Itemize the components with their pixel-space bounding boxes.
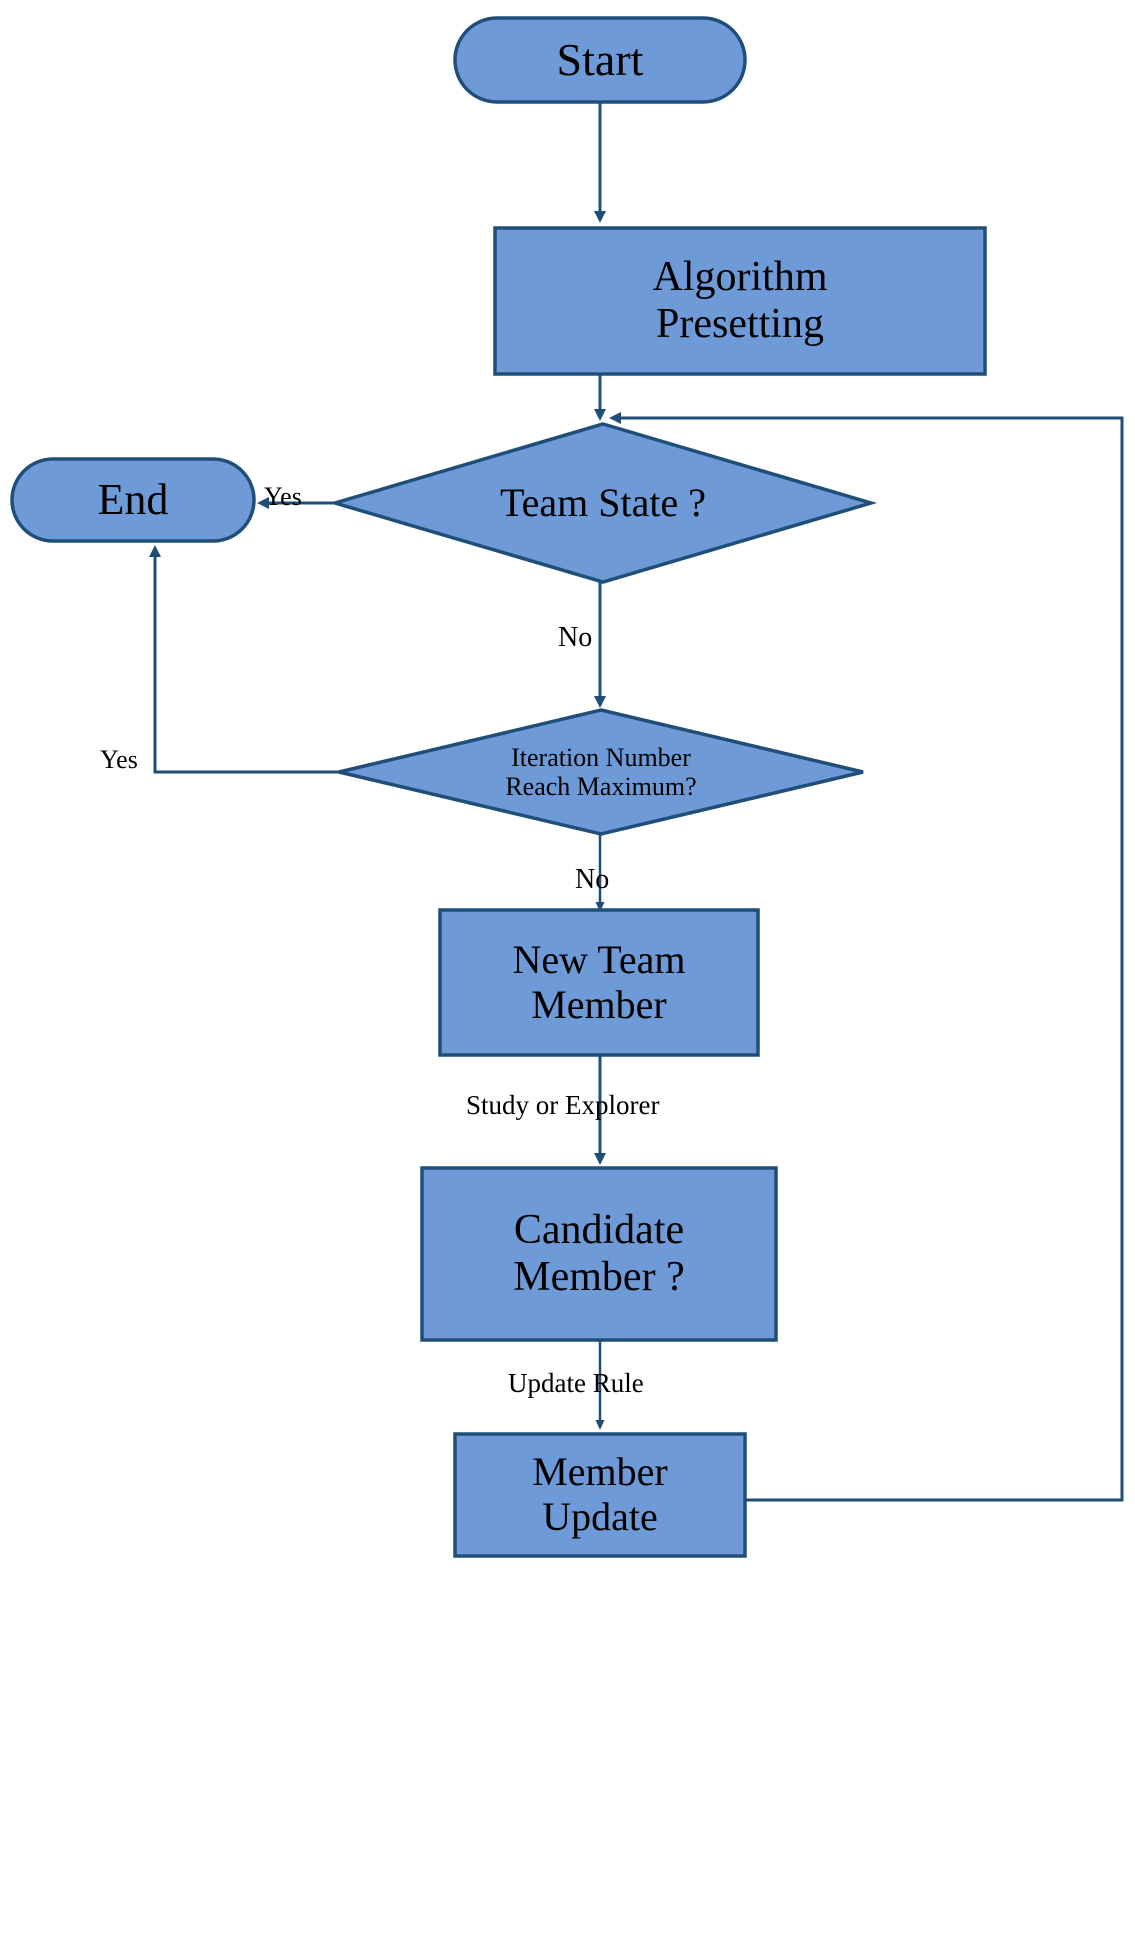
connector-iteration-to-end bbox=[149, 545, 339, 774]
node-team-state[interactable] bbox=[328, 422, 878, 584]
node-start[interactable] bbox=[453, 16, 747, 104]
node-candidate-member[interactable] bbox=[420, 1166, 778, 1342]
node-iteration-number[interactable] bbox=[338, 708, 864, 836]
node-member-update[interactable] bbox=[453, 1432, 747, 1558]
node-end[interactable] bbox=[10, 457, 256, 543]
node-algorithm-presetting[interactable] bbox=[493, 226, 987, 376]
connector-member-update-feedback bbox=[609, 412, 1124, 1502]
node-new-team-member[interactable] bbox=[438, 908, 760, 1057]
